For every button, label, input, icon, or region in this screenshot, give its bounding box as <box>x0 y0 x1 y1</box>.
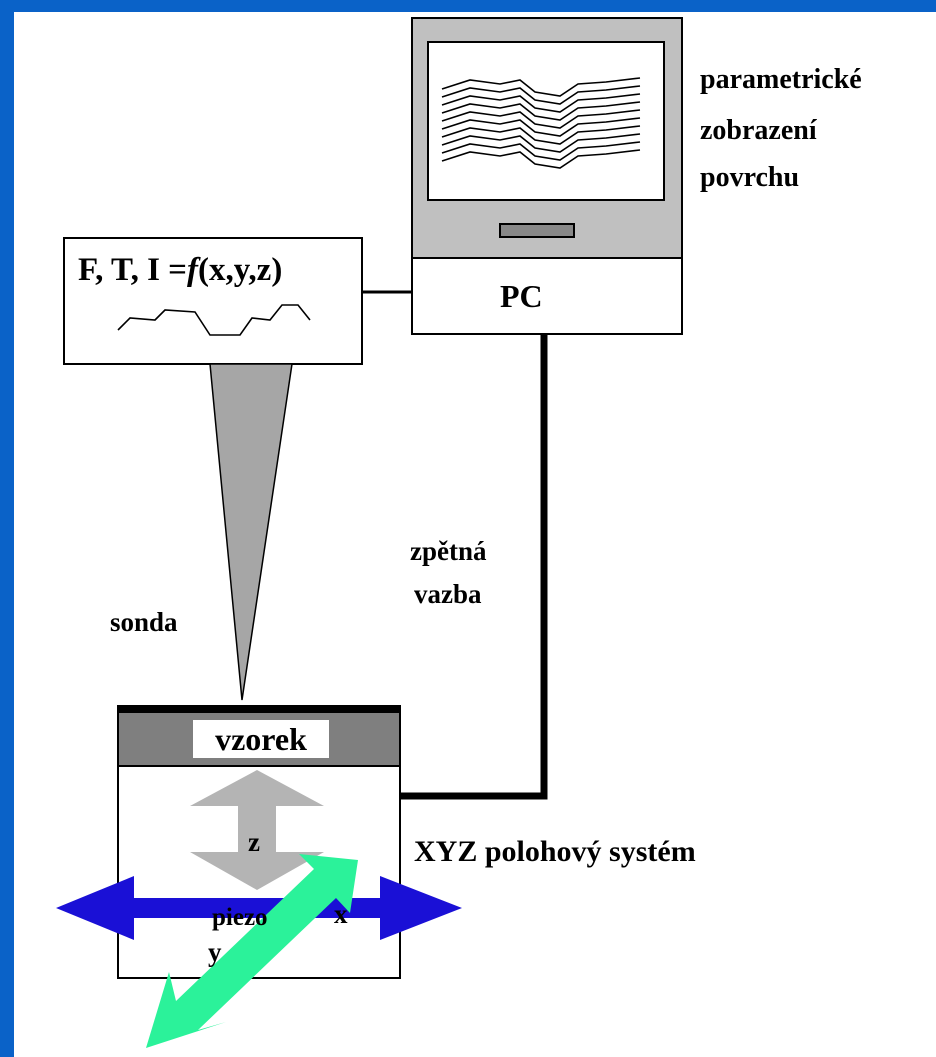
z-axis-label: z <box>248 827 260 857</box>
piezo-label: piezo <box>212 904 268 931</box>
x-axis-label: x <box>334 899 348 929</box>
y-axis-label: y <box>208 937 222 967</box>
pc-label: PC <box>500 278 543 314</box>
xyz-system-label: XYZ polohový systém <box>414 835 696 868</box>
surface-display-label-line3: povrchu <box>700 162 800 193</box>
x-axis-arrow <box>56 876 462 940</box>
surface-display-label-line2: zobrazení <box>700 115 817 146</box>
surface-scan-lines <box>441 77 641 169</box>
pc-box <box>411 257 683 335</box>
y-axis-arrow <box>146 854 358 1048</box>
probe-tip <box>209 363 293 701</box>
equation-args: (x,y,z) <box>198 252 283 288</box>
feedback-label-line1: zpětná <box>410 536 487 566</box>
sample-top-edge <box>118 706 400 713</box>
probe-label: sonda <box>110 607 178 637</box>
surface-display-label-line1: parametrické <box>700 64 862 95</box>
feedback-label-line2: vazba <box>414 579 482 609</box>
frame-border-left <box>0 0 14 1057</box>
frame-border-top <box>0 0 936 12</box>
signal-equation: F, T, I =f(x,y,z) <box>78 252 282 289</box>
monitor-slot <box>499 223 575 238</box>
equation-function: f <box>187 252 198 288</box>
monitor-screen <box>427 41 665 201</box>
z-axis-arrow <box>190 770 324 890</box>
feedback-line <box>398 334 548 800</box>
sample-label: vzorek <box>193 720 329 758</box>
signal-box <box>63 237 363 365</box>
equation-vars: F, T, I = <box>78 252 187 288</box>
signal-trace <box>117 304 311 336</box>
